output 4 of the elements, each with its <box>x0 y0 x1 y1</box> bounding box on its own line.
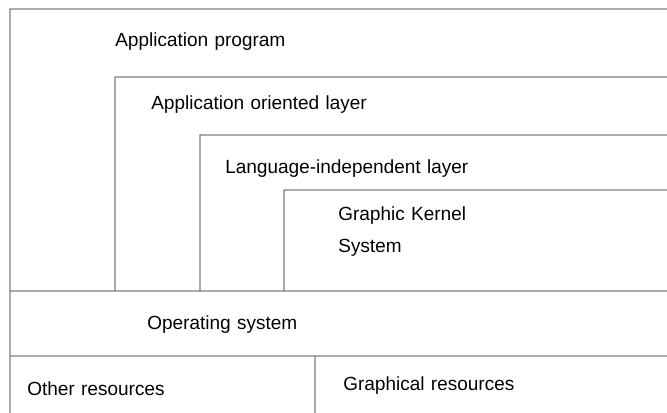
layer-box: Operating system <box>10 290 667 356</box>
layer-box: Other resources <box>10 356 316 413</box>
layer-box: Graphical resources <box>314 356 667 413</box>
layer-box: Graphic Kernel System <box>284 190 667 292</box>
